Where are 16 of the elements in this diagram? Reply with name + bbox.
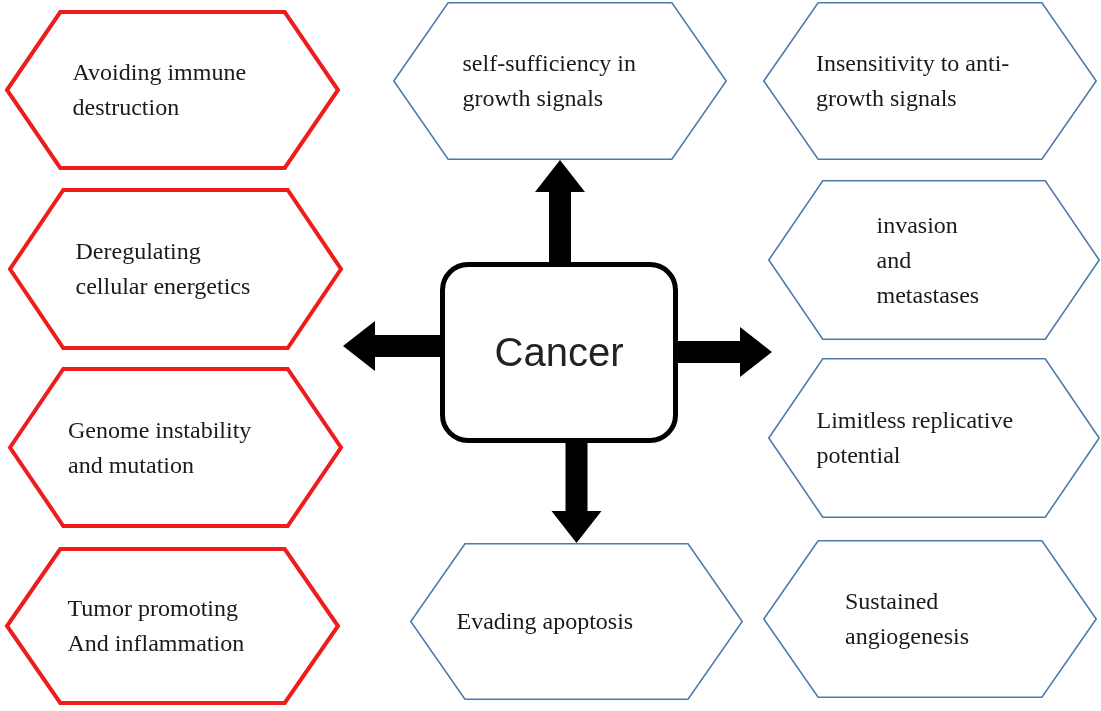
node-label: Insensitivity to anti-growth signals [816, 49, 1011, 113]
node-label: Sustained angiogenesis [845, 587, 970, 651]
node-label: Deregulating cellular energetics [75, 237, 252, 301]
node-label: Evading apoptosis [456, 607, 635, 636]
node-label: Cancer [494, 330, 624, 375]
node-label: Limitless replicative potential [816, 406, 1015, 470]
block-arrow [535, 160, 585, 262]
node-label: self-sufficiency in growth signals [462, 49, 637, 113]
node-label: Avoiding immune destruction [72, 58, 248, 122]
block-arrow [678, 327, 772, 377]
node-label: invasion and metastases [876, 210, 981, 310]
node-label: Tumor promoting And inflammation [67, 594, 246, 658]
block-arrow [343, 321, 440, 371]
block-arrow [551, 443, 602, 543]
node-label: Genome instability and mutation [68, 415, 253, 480]
rounded-box [440, 262, 678, 443]
